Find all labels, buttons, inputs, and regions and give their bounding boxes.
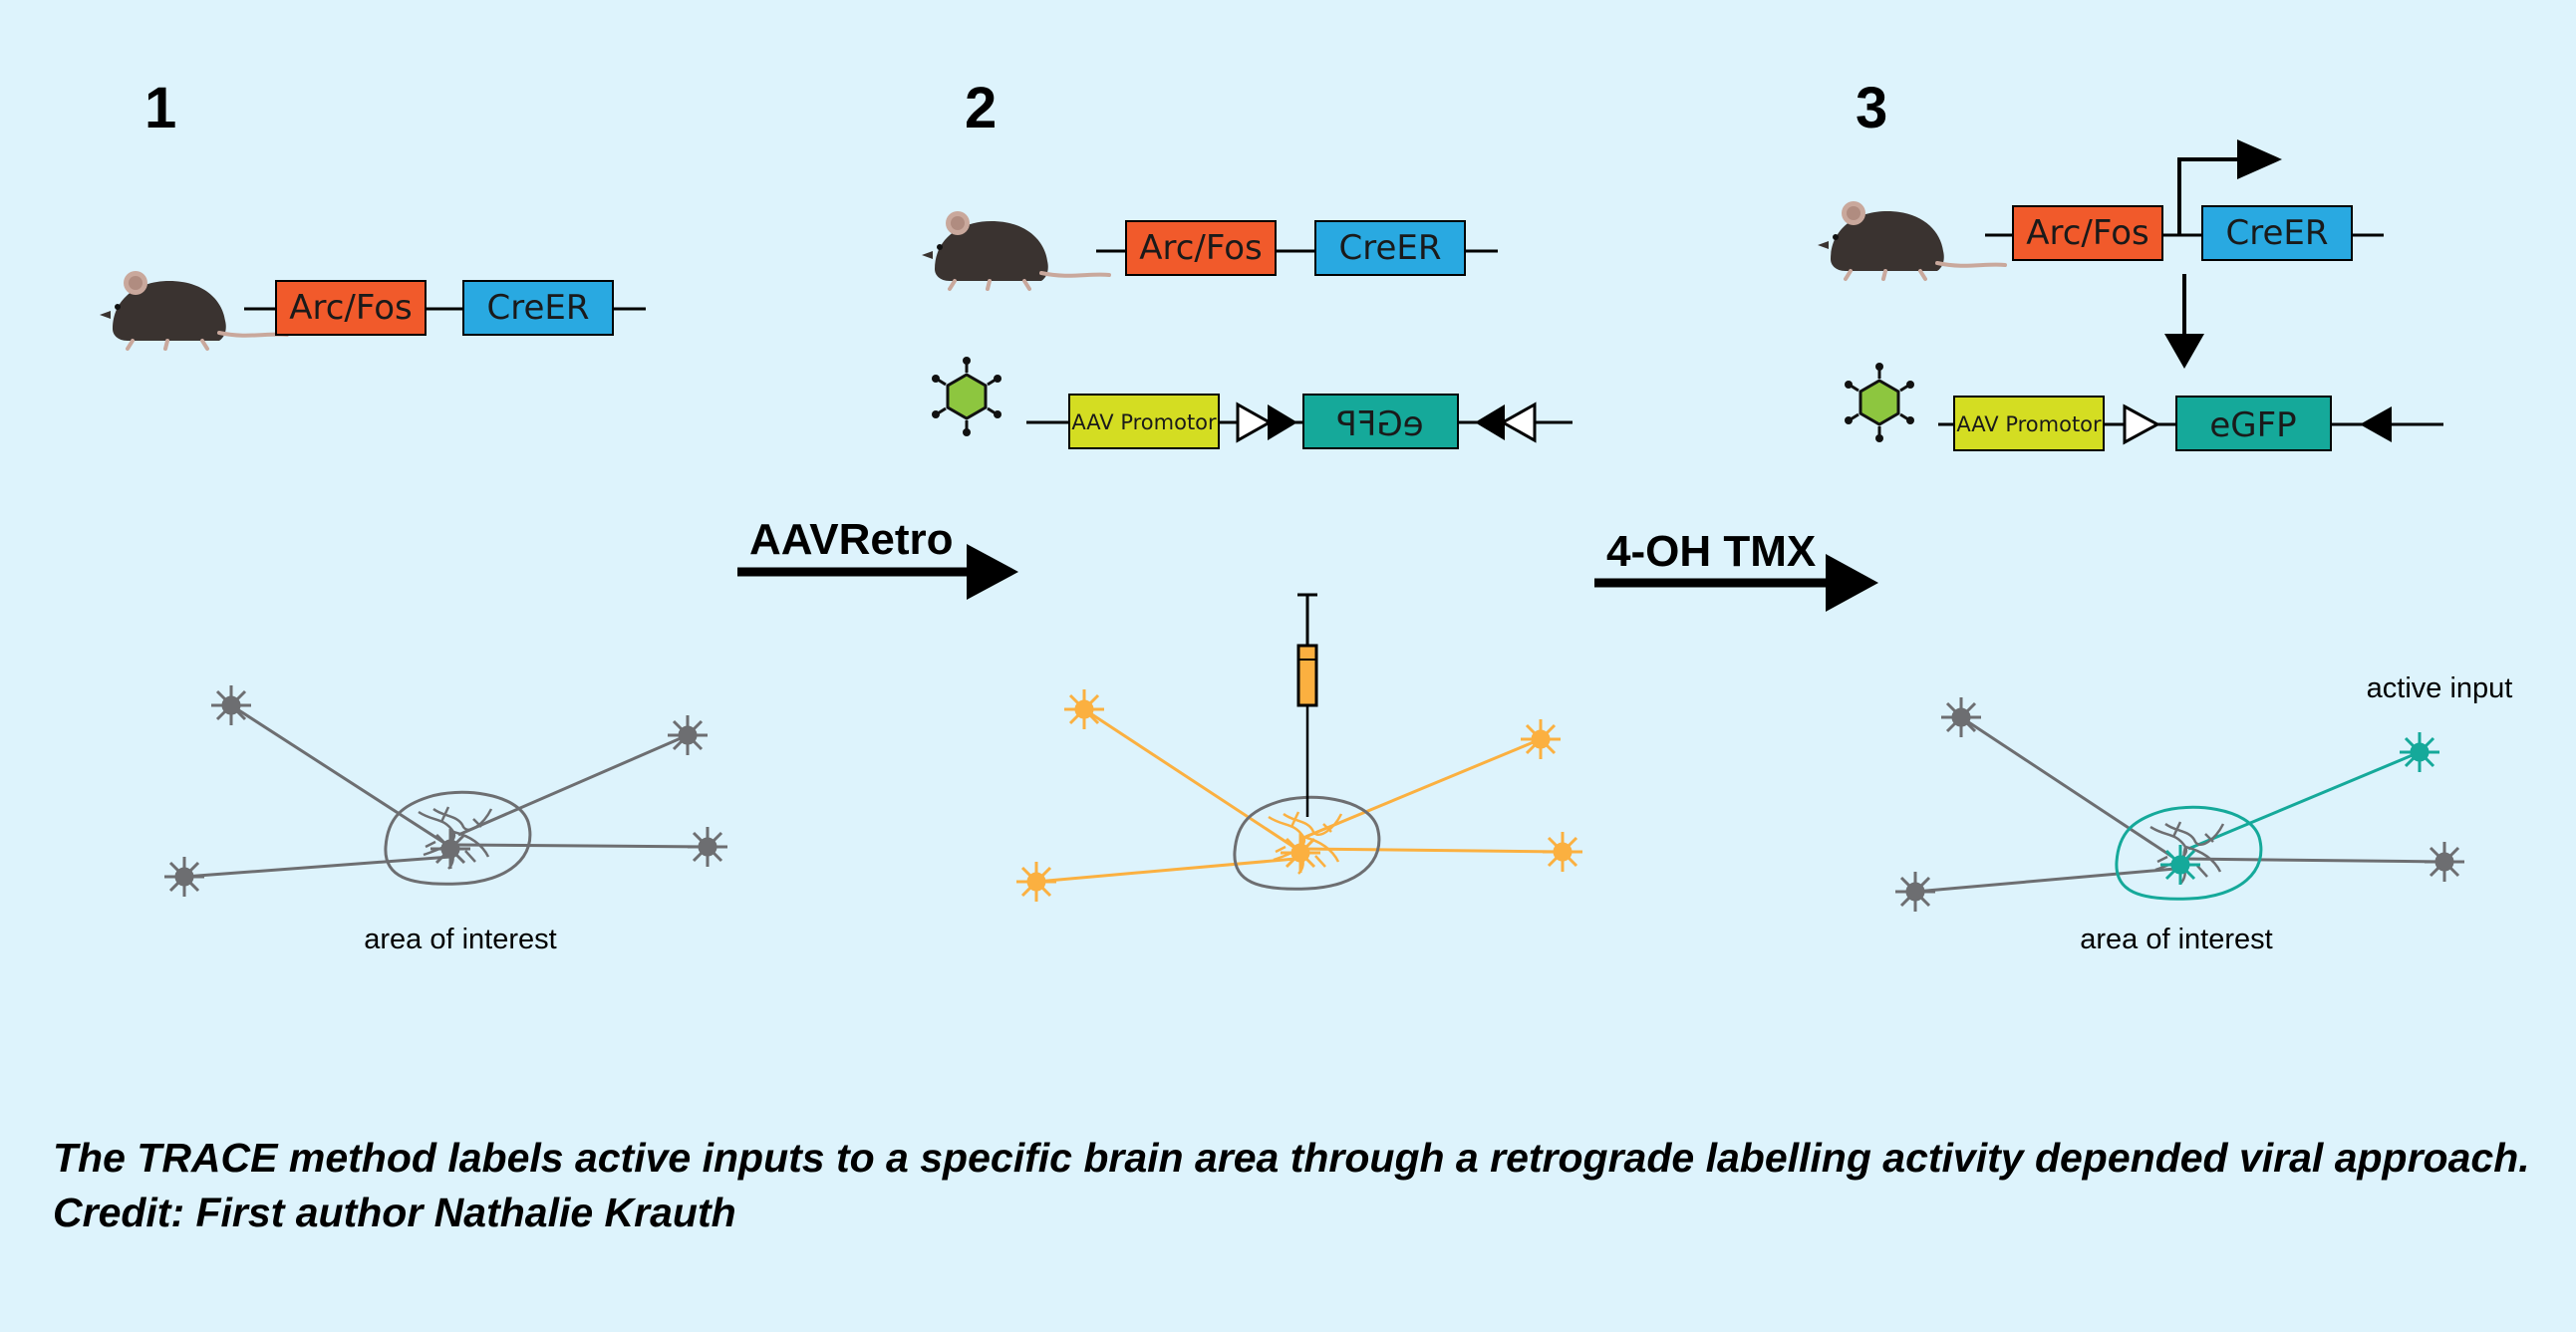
panel-number: 3 (1856, 76, 1887, 140)
mouse-icon (1816, 199, 2007, 281)
egfp-box-inverted (1302, 394, 1459, 449)
transcription-arrowhead-icon (2237, 139, 2282, 179)
construct-aav-flex-egfp-inverted: AAV Promotor eGFP (1026, 394, 1573, 449)
neuron-network-1 (162, 683, 729, 899)
egfp-label: eGFP (2209, 405, 2296, 445)
neuron-icon (1939, 695, 1983, 739)
aav-promotor-box (1068, 394, 1220, 449)
neuron-icon (209, 683, 253, 727)
creer-box (1314, 220, 1466, 276)
neuron-icon (666, 713, 710, 757)
transcription-arrow-icon (2177, 157, 2240, 235)
mouse-icon (920, 209, 1111, 291)
neuron-network-3 (1893, 695, 2466, 914)
neuron-network-2 (1014, 687, 1584, 904)
neuron-icon (162, 855, 206, 899)
tmx-label: 4-OH TMX (1606, 527, 1816, 576)
arc-fos-box (1125, 220, 1277, 276)
syringe-icon (1296, 593, 1318, 817)
construct-arcfos-creer-1: Arc/Fos CreER (244, 280, 646, 336)
neuron-icon (2423, 840, 2466, 884)
step-arrow-4oh-tmx: 4-OH TMX (1594, 527, 1878, 612)
neuron-icon (686, 825, 729, 869)
egfp-box (2175, 396, 2332, 451)
virus-icon (1843, 361, 1916, 444)
area-of-interest-label: area of interest (2080, 924, 2272, 955)
lox-site-open-icon (1236, 401, 1274, 443)
step-arrow-aavretro: AAVRetro (737, 515, 1018, 600)
active-input-label: active input (2367, 672, 2513, 704)
arc-fos-label: Arc/Fos (1139, 228, 1263, 268)
neuron-icon (1062, 687, 1106, 731)
neuron-icon (1519, 717, 1563, 761)
area-of-interest-label: area of interest (364, 924, 556, 955)
neuron-icon (429, 827, 472, 871)
lox-site-filled-icon (1268, 404, 1297, 440)
construct-aav-egfp-flipped: AAV Promotor eGFP (1938, 396, 2443, 451)
panel-number: 1 (144, 76, 176, 140)
caption-line-2: Credit: First author Nathalie Krauth (53, 1190, 736, 1235)
creer-label: CreER (1339, 228, 1442, 268)
active-neuron-icon (2158, 843, 2202, 887)
creer-label: CreER (2226, 213, 2329, 253)
virus-icon (930, 355, 1003, 438)
lox-site-open-icon (1499, 401, 1537, 443)
arc-fos-label: Arc/Fos (2026, 213, 2149, 253)
expression-arrowhead-icon (2164, 334, 2204, 369)
neuron-icon (1541, 830, 1584, 874)
aav-promotor-label: AAV Promotor (1956, 412, 2102, 436)
caption-line-1: The TRACE method labels active inputs to… (53, 1135, 2530, 1181)
creer-label: CreER (487, 288, 590, 328)
creer-box (2201, 205, 2353, 261)
figure-caption: The TRACE method labels active inputs to… (53, 1131, 2544, 1240)
aav-promotor-label: AAV Promotor (1071, 410, 1217, 434)
neuron-icon (1014, 860, 1058, 904)
aav-promotor-box (1953, 396, 2105, 451)
neuron-icon (1893, 870, 1937, 914)
aavretro-label: AAVRetro (749, 515, 954, 564)
panel-number: 2 (965, 76, 997, 140)
neuron-icon (1279, 831, 1322, 875)
construct-arcfos-creer-3: Arc/Fos CreER (1985, 139, 2384, 369)
active-neuron-icon (2398, 730, 2441, 774)
lox-site-open-icon (2123, 403, 2161, 445)
lox-site-filled-icon (1475, 404, 1505, 440)
arc-fos-label: Arc/Fos (289, 288, 413, 328)
construct-arcfos-creer-2: Arc/Fos CreER (1096, 220, 1498, 276)
arc-fos-box (2012, 205, 2163, 261)
arc-fos-box (275, 280, 427, 336)
lox-site-filled-icon (2360, 406, 2392, 442)
creer-box (462, 280, 614, 336)
egfp-label-inverted: eGFP (1336, 404, 1423, 444)
